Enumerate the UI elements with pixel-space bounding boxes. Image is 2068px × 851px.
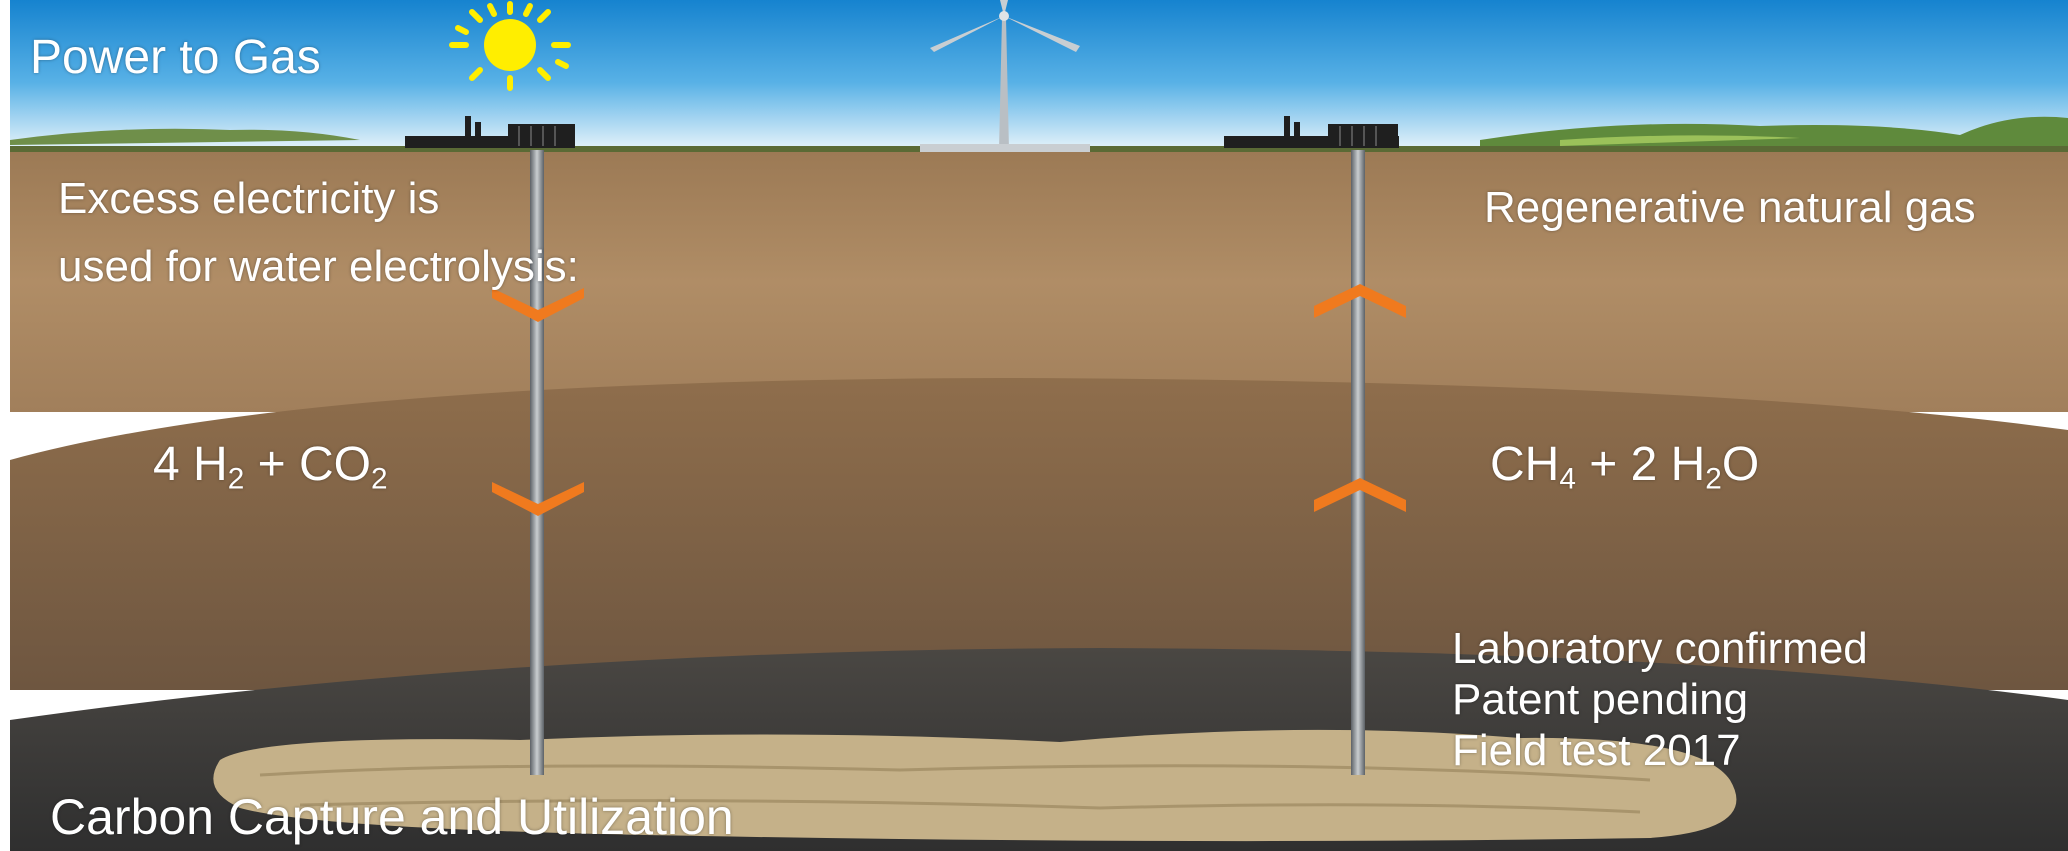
status-lab-confirmed: Laboratory confirmed bbox=[1452, 624, 1868, 673]
excess-electricity-text: Excess electricity is used for water ele… bbox=[58, 165, 579, 301]
chevron-down-icon bbox=[492, 482, 584, 516]
topsoil-layer bbox=[10, 152, 2068, 412]
status-list: Laboratory confirmed Patent pending Fiel… bbox=[1452, 623, 1868, 776]
formula-part: + 2 H bbox=[1575, 438, 1706, 491]
formula-subscript: 2 bbox=[370, 462, 388, 496]
formula-subscript: 2 bbox=[1705, 462, 1722, 496]
formula-subscript: 2 bbox=[227, 462, 245, 496]
power-to-gas-label: Power to Gas bbox=[30, 31, 321, 84]
excess-line-1: Excess electricity is bbox=[58, 174, 440, 223]
formula-part: + CO bbox=[244, 438, 371, 491]
sun-icon bbox=[449, 1, 571, 91]
production-well-pipe bbox=[1351, 150, 1365, 775]
formula-part: O bbox=[1721, 438, 1760, 491]
subsoil-layer bbox=[10, 378, 2068, 690]
methanation-formula: CH4 + 2 H2O bbox=[1490, 437, 1760, 496]
chevron-down-icon bbox=[492, 288, 584, 322]
wind-turbine-icon bbox=[920, 0, 1090, 152]
excess-line-2: used for water electrolysis: bbox=[58, 242, 579, 291]
hill-left bbox=[10, 128, 360, 145]
formula-subscript: 4 bbox=[1559, 462, 1576, 496]
regenerative-gas-label: Regenerative natural gas bbox=[1484, 183, 1976, 232]
electrolysis-formula: 4 H2 + CO2 bbox=[153, 437, 388, 496]
injection-well-pipe bbox=[530, 150, 544, 775]
chevron-up-icon bbox=[1314, 478, 1406, 512]
formula-part: CH bbox=[1490, 438, 1560, 491]
status-patent-pending: Patent pending bbox=[1452, 675, 1749, 724]
formula-part: 4 H bbox=[153, 438, 228, 491]
factory-icon bbox=[405, 116, 575, 148]
status-field-test: Field test 2017 bbox=[1452, 726, 1741, 775]
chevron-up-icon bbox=[1314, 284, 1406, 318]
carbon-capture-label: Carbon Capture and Utilization bbox=[50, 789, 734, 845]
factory-icon bbox=[1224, 116, 1399, 148]
